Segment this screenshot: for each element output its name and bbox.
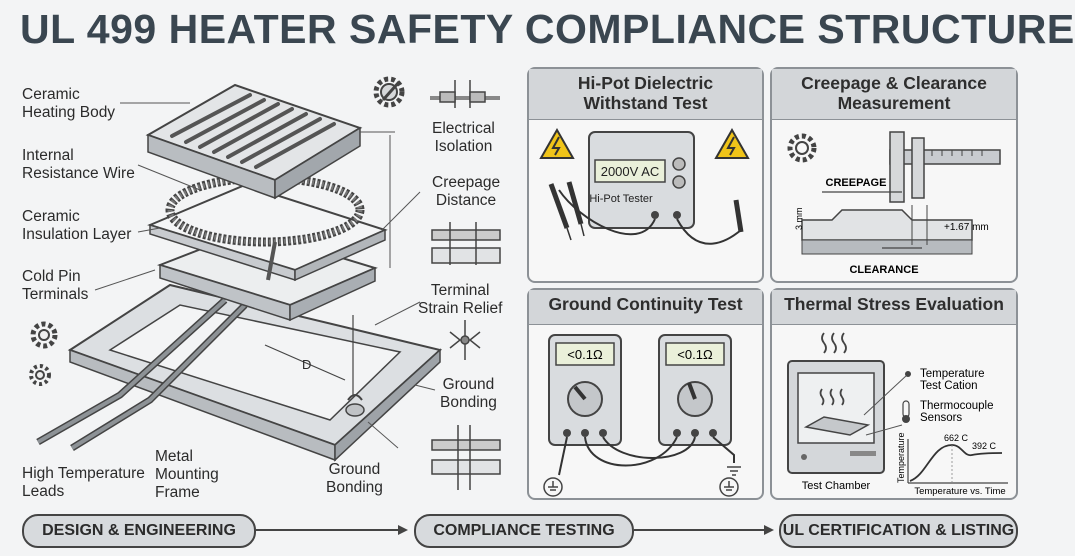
hipot-display-text: 2000V AC [601, 164, 660, 179]
creepage-illustration: CREEPAGE 3 mm +1.67 mm CLEARANCE [787, 131, 1001, 276]
creepage-distance-diagram [431, 222, 501, 265]
panel-thermal-stress: Thermal Stress Evaluation Test Chamber T… [770, 288, 1018, 500]
thermal-illustration: Test Chamber Temperature Test Cation The… [787, 332, 1008, 497]
flow-step-certification: UL CERTIFICATION & LISTING [779, 514, 1018, 548]
label-dimension-d: D [302, 357, 312, 372]
test-probe [566, 181, 584, 225]
thermo-label-1: Thermocouple [920, 400, 994, 412]
test-lead [558, 189, 656, 236]
thermo-label-2: Sensors [920, 412, 962, 424]
creepage-label: CREEPAGE [826, 177, 887, 189]
hipot-display [594, 159, 666, 183]
temperature-curve [909, 444, 1003, 482]
flow-step-compliance: COMPLIANCE TESTING [414, 514, 634, 548]
gear-icon [787, 133, 817, 163]
chamber-label: Test Chamber [802, 480, 871, 492]
high-temperature-leads [36, 297, 248, 451]
gear-icon [29, 364, 51, 386]
test-probe [548, 183, 570, 229]
strain-relief-icon [449, 320, 481, 360]
flow-arrows [256, 525, 774, 535]
ground-bonding-diagram [431, 425, 501, 490]
peak1-label: 662 C [944, 433, 969, 443]
electrical-isolation-diagram [430, 80, 500, 108]
test-lead [676, 218, 742, 245]
test-probe [733, 199, 744, 233]
hipot-illustration: 2000V AC Hi-Pot Tester [539, 127, 750, 245]
heat-waves-icon [821, 332, 847, 354]
flow-step-design: DESIGN & ENGINEERING [22, 514, 256, 548]
temp-label-1: Temperature [920, 368, 985, 380]
ground-illustration: <0.1Ω <0.1Ω [543, 334, 741, 497]
gear-icon [30, 321, 58, 349]
peak2-label: 392 C [972, 441, 997, 451]
temp-label-2: Test Cation [920, 380, 978, 392]
x-axis-label: Temperature vs. Time [914, 486, 1005, 497]
ceramic-heating-body [145, 83, 363, 200]
meter-right-reading: <0.1Ω [677, 347, 713, 362]
thermometer-icon [902, 400, 910, 423]
ceramic-insulation-layer [147, 183, 388, 282]
metal-mounting-frame [67, 283, 443, 462]
dimension-d-arrow [264, 315, 354, 395]
dim-left-label: 3 mm [794, 208, 804, 231]
meter-left-reading: <0.1Ω [567, 347, 603, 362]
page-title: UL 499 HEATER SAFETY COMPLIANCE STRUCTUR… [20, 6, 1075, 52]
warning-icon [714, 127, 750, 159]
y-axis-label: Temperature [896, 432, 906, 483]
panel-title: Thermal Stress Evaluation [772, 290, 1016, 325]
panel-ground-continuity: Ground Continuity Test <0.1Ω <0.1Ω [527, 288, 764, 500]
ground-icon [543, 477, 563, 497]
ground-bonding-lug [345, 394, 365, 417]
ground-icon [719, 477, 739, 497]
ground-icon [727, 466, 741, 476]
hipot-device-label: Hi-Pot Tester [589, 193, 653, 205]
panel-title: Ground Continuity Test [529, 290, 762, 325]
clearance-label: CLEARANCE [849, 264, 918, 276]
heater-exploded-diagram [29, 76, 501, 490]
warning-icon [539, 127, 575, 159]
caliper-icon [889, 131, 1001, 203]
gear-icon [373, 76, 405, 108]
dim-right-label: +1.67 mm [944, 222, 989, 233]
